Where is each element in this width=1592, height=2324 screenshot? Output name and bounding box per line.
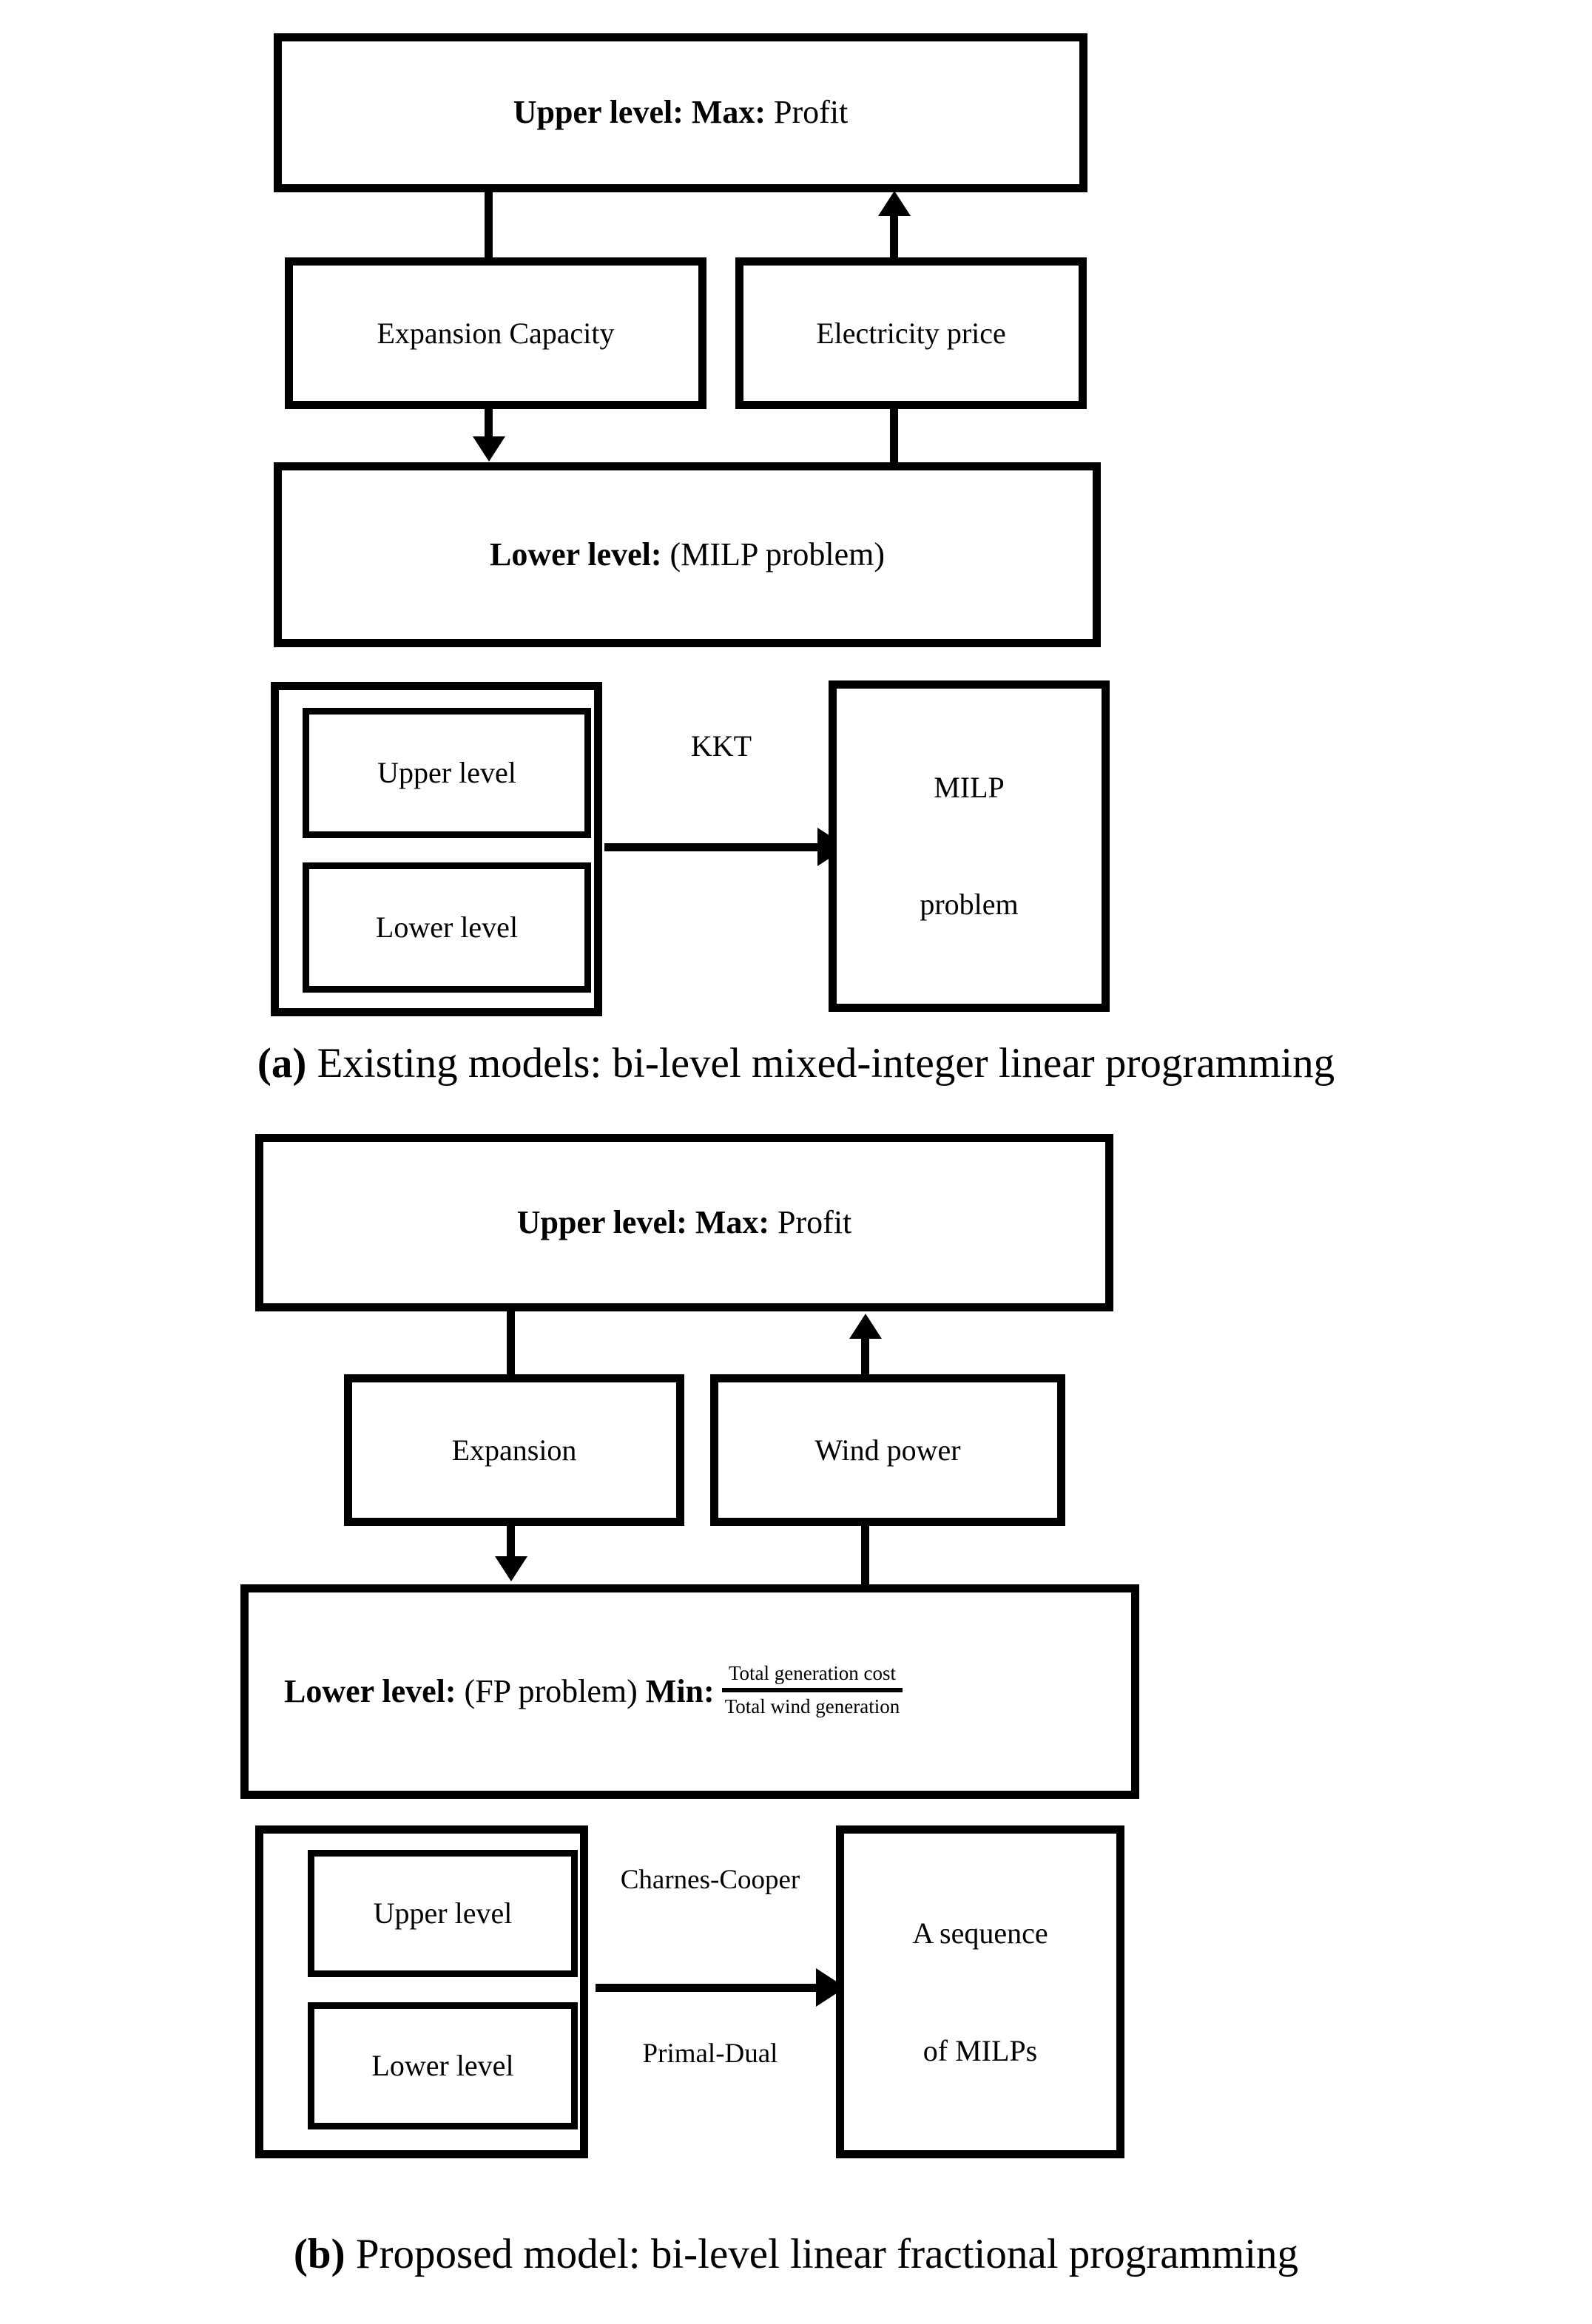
panel-b-group-upper-level-box: Upper level [308, 1850, 578, 1977]
panel-b-group-upper-level-label: Upper level [373, 1896, 513, 1930]
panel-a-connector-expansion-to-lower-line [485, 407, 493, 442]
panel-b-objective-fraction: Total generation cost Total wind generat… [721, 1661, 903, 1720]
panel-b-group-lower-level-box: Lower level [308, 2002, 578, 2129]
panel-b-fraction-denominator: Total wind generation [724, 1695, 900, 1717]
panel-a-bilevel-group: Upper level Lower level [271, 682, 602, 1016]
panel-b-expansion-box: Expansion [344, 1374, 684, 1526]
panel-b-fraction-numerator: Total generation cost [728, 1661, 896, 1684]
panel-b-primal-dual-label: Primal-Dual [642, 2038, 778, 2069]
panel-a-milp-problem-line2: problem [920, 888, 1019, 921]
panel-b-result-line1: A sequence [912, 1916, 1048, 1950]
panel-b-charnes-cooper-label: Charnes-Cooper [620, 1865, 800, 1895]
panel-b-connector-wind-to-upper-line [861, 1337, 869, 1383]
panel-a-lower-level-box: Lower level: (MILP problem) [274, 462, 1101, 647]
panel-a-upper-level-box: Upper level: Max: Profit [274, 33, 1087, 192]
panel-a-expansion-capacity-box: Expansion Capacity [285, 257, 706, 409]
panel-a-arrow-up-icon [878, 191, 911, 216]
panel-b-wind-power-box: Wind power [710, 1374, 1065, 1526]
panel-a-upper-level-label: Upper level: Max: Profit [513, 94, 849, 131]
panel-a-group-lower-level-box: Lower level [303, 862, 591, 993]
panel-b-lower-level-content: Lower level: (FP problem) Min: Total gen… [249, 1661, 1131, 1721]
panel-b-connector-expansion-to-lower-line [507, 1524, 515, 1561]
panel-a-connector-price-to-upper-line [890, 215, 898, 260]
panel-b-connector-wind-to-lower [861, 1524, 869, 1590]
panel-a-milp-problem-box: MILP problem [829, 680, 1110, 1012]
panel-a-expansion-capacity-label: Expansion Capacity [377, 316, 615, 350]
panel-a-group-upper-level-box: Upper level [303, 708, 591, 838]
panel-a-connector-upper-to-expansion [485, 189, 493, 259]
panel-b-caption-text: Proposed model: bi-level linear fraction… [345, 2231, 1299, 2277]
panel-b-result-box: A sequence of MILPs [836, 1825, 1124, 2158]
panel-b-arrow-down-icon [495, 1556, 527, 1581]
panel-b-caption-marker: (b) [293, 2231, 345, 2277]
panel-a-kkt-label: KKT [690, 729, 752, 763]
panel-b-wind-power-label: Wind power [814, 1433, 961, 1467]
panel-a-lower-level-label: Lower level: (MILP problem) [490, 536, 885, 572]
panel-a-group-lower-level-label: Lower level [375, 911, 519, 944]
panel-b-upper-level-label: Upper level: Max: Profit [516, 1203, 852, 1240]
panel-b-connector-upper-to-expansion [507, 1308, 515, 1382]
panel-a-transform-arrow-shaft [604, 843, 819, 851]
panel-a-arrow-down-icon [473, 436, 505, 462]
panel-b-transform-arrow-shaft [596, 1984, 817, 1992]
panel-b-caption: (b) Proposed model: bi-level linear frac… [0, 2230, 1592, 2278]
panel-a-caption: (a) Existing models: bi-level mixed-inte… [0, 1039, 1592, 1087]
panel-a-milp-problem-line1: MILP [934, 771, 1005, 804]
panel-a-group-upper-level-label: Upper level [377, 756, 516, 789]
panel-b-fraction-bar [721, 1687, 903, 1692]
panel-b-arrow-up-icon [849, 1314, 882, 1339]
panel-a-electricity-price-box: Electricity price [735, 257, 1087, 409]
panel-a-caption-text: Existing models: bi-level mixed-integer … [306, 1040, 1335, 1087]
panel-b-expansion-label: Expansion [451, 1433, 577, 1467]
panel-b-group-lower-level-label: Lower level [371, 2049, 514, 2082]
panel-a-caption-marker: (a) [257, 1040, 307, 1087]
panel-b-upper-level-box: Upper level: Max: Profit [255, 1134, 1113, 1311]
panel-a-electricity-price-label: Electricity price [816, 316, 1006, 350]
panel-b-lower-level-box: Lower level: (FP problem) Min: Total gen… [240, 1584, 1139, 1799]
panel-b-bilevel-group: Upper level Lower level [255, 1825, 588, 2158]
panel-a-connector-price-to-lower [890, 407, 898, 467]
panel-b-lower-level-label: Lower level: (FP problem) Min: [284, 1672, 715, 1709]
panel-b-result-line2: of MILPs [923, 2033, 1038, 2067]
